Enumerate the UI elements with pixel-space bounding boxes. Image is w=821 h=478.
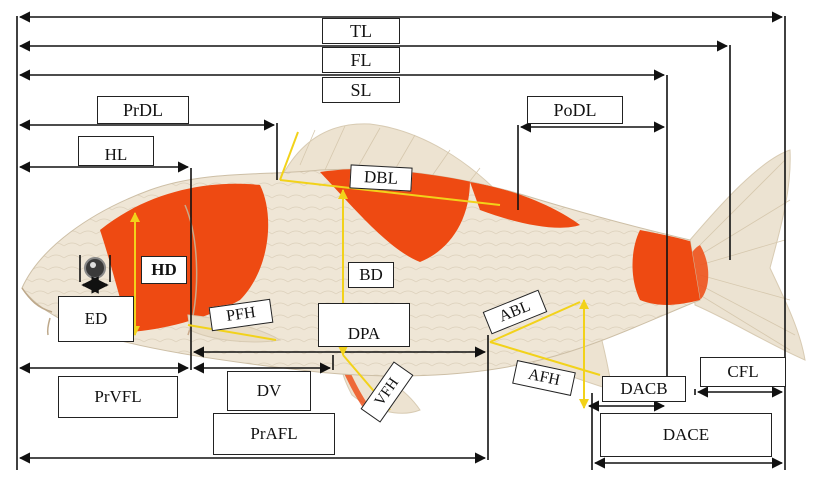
label-CFL: CFL	[700, 357, 786, 387]
eye	[85, 258, 105, 278]
label-DV: DV	[227, 371, 311, 411]
label-DACB: DACB	[602, 376, 686, 402]
label-HL: HL	[78, 136, 154, 166]
label-ED: ED	[58, 296, 134, 342]
label-PrAFL: PrAFL	[213, 413, 335, 455]
label-HD: HD	[141, 256, 187, 284]
label-BD: BD	[348, 262, 394, 288]
label-FL: FL	[322, 47, 400, 73]
label-TL: TL	[322, 18, 400, 44]
label-PoDL: PoDL	[527, 96, 623, 124]
label-DBL: DBL	[349, 164, 412, 191]
label-PrVFL: PrVFL	[58, 376, 178, 418]
label-DACE: DACE	[600, 413, 772, 457]
label-PrDL: PrDL	[97, 96, 189, 124]
caudal-fin	[690, 150, 805, 360]
label-DPA: DPA	[318, 303, 410, 347]
label-SL: SL	[322, 77, 400, 103]
